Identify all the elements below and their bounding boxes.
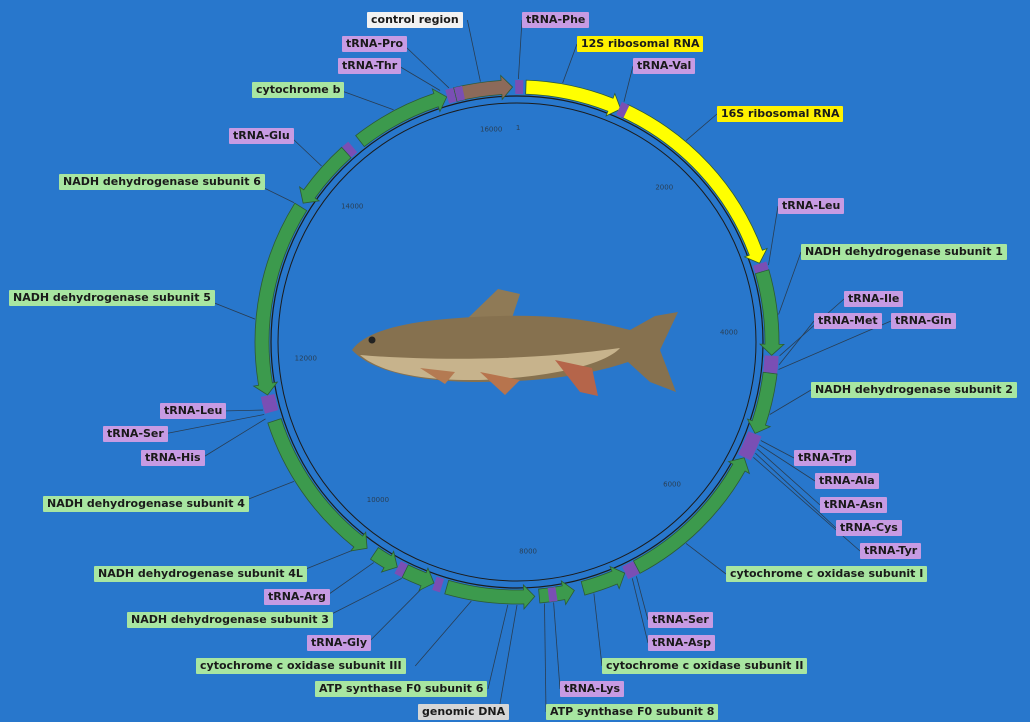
trna-met-leader <box>779 321 814 365</box>
trna-lys-leader <box>554 602 560 689</box>
trna-cys-label: tRNA-Cys <box>836 520 902 536</box>
cytochrome-b-label: cytochrome b <box>252 82 344 98</box>
scale-tick-label: 6000 <box>663 481 681 489</box>
trna-pro-label: tRNA-Pro <box>342 36 407 52</box>
trna-his-label: tRNA-His <box>141 450 205 466</box>
nad1-leader <box>779 252 801 315</box>
12s-rrna-arc <box>526 80 621 116</box>
cytochrome-b-leader <box>339 90 393 110</box>
atp8-label: ATP synthase F0 subunit 8 <box>546 704 718 720</box>
16s-rrna-leader <box>686 114 717 141</box>
cox3-label: cytochrome c oxidase subunit III <box>196 658 406 674</box>
trna-val-leader <box>624 66 633 102</box>
nad2-leader <box>770 390 811 414</box>
cytb-arc <box>356 89 447 147</box>
nad5-arc <box>254 203 307 395</box>
trna-glu-label: tRNA-Glu <box>229 128 294 144</box>
trna-gly-label: tRNA-Gly <box>307 635 371 651</box>
nad4l-arc <box>370 548 397 572</box>
nad3-label: NADH dehydrogenase subunit 3 <box>127 612 333 628</box>
trna-ser-left-label: tRNA-Ser <box>103 426 168 442</box>
cox3-arc <box>445 580 535 609</box>
trna-gly-leader <box>368 588 423 643</box>
fish-illustration <box>352 289 678 396</box>
trna-leu-left-leader <box>221 410 263 411</box>
control-region-leader <box>467 20 480 82</box>
nad1-label: NADH dehydrogenase subunit 1 <box>801 244 1007 260</box>
control-region-label: control region <box>367 12 463 28</box>
genomic-dna-leader <box>499 605 517 712</box>
scale-tick-label: 10000 <box>367 496 389 504</box>
atp6-label: ATP synthase F0 subunit 6 <box>315 681 487 697</box>
trna-ser-bottom-label: tRNA-Ser <box>648 612 713 628</box>
cox1-label: cytochrome c oxidase subunit I <box>726 566 927 582</box>
nad4-arc <box>268 419 367 551</box>
nad6-arc <box>300 147 351 203</box>
nad6-label: NADH dehydrogenase subunit 6 <box>59 174 265 190</box>
trna-marker <box>763 364 778 373</box>
trna-tyr-label: tRNA-Tyr <box>860 543 921 559</box>
trna-phe-label: tRNA-Phe <box>522 12 589 28</box>
trna-thr-leader <box>399 66 440 90</box>
trna-arg-label: tRNA-Arg <box>264 589 330 605</box>
nad2-arc <box>747 372 777 433</box>
trna-asn-label: tRNA-Asn <box>820 497 887 513</box>
scale-tick-label: 14000 <box>341 203 363 211</box>
cox2-label: cytochrome c oxidase subunit II <box>602 658 807 674</box>
scale-tick-label: 2000 <box>655 183 673 191</box>
scale-tick-label: 12000 <box>295 354 317 362</box>
trna-pro-leader <box>403 44 449 88</box>
trna-ile-label: tRNA-Ile <box>844 291 903 307</box>
nad2-label: NADH dehydrogenase subunit 2 <box>811 382 1017 398</box>
trna-thr-label: tRNA-Thr <box>338 58 401 74</box>
nad1-arc <box>755 270 784 356</box>
trna-ala-label: tRNA-Ala <box>815 473 879 489</box>
cox3-leader <box>415 601 471 666</box>
genomic-dna-label: genomic DNA <box>418 704 509 720</box>
scale-tick-label: 1 <box>516 124 520 132</box>
nad4-label: NADH dehydrogenase subunit 4 <box>43 496 249 512</box>
scale-tick-label: 8000 <box>519 548 537 556</box>
nad3-arc <box>402 565 434 591</box>
16s-rrna-arc <box>622 105 767 264</box>
trna-lys-label: tRNA-Lys <box>560 681 624 697</box>
trna-leu-top-label: tRNA-Leu <box>778 198 844 214</box>
trna-trp-label: tRNA-Trp <box>794 450 856 466</box>
trna-phe-leader <box>518 20 522 79</box>
16s-rrna-label: 16S ribosomal RNA <box>717 106 843 122</box>
cox1-leader <box>686 543 726 574</box>
trna-asp-label: tRNA-Asp <box>648 635 715 651</box>
12s-rrna-leader <box>563 44 577 83</box>
trna-glu-leader <box>290 136 322 166</box>
scale-tick-label: 4000 <box>720 329 738 337</box>
trna-leu-top-leader <box>769 206 778 265</box>
cox2-leader <box>594 594 602 666</box>
trna-met-label: tRNA-Met <box>814 313 882 329</box>
trna-marker <box>432 577 444 593</box>
trna-val-label: tRNA-Val <box>633 58 695 74</box>
trna-gln-label: tRNA-Gln <box>891 313 956 329</box>
atp8-leader <box>544 604 546 712</box>
trna-leu-left-label: tRNA-Leu <box>160 403 226 419</box>
scale-tick-label: 16000 <box>480 126 502 134</box>
trna-arg-leader <box>325 563 374 597</box>
trna-ser-bottom-leader <box>636 576 648 620</box>
12s-rrna-label: 12S ribosomal RNA <box>577 36 703 52</box>
nad4l-label: NADH dehydrogenase subunit 4L <box>94 566 307 582</box>
trna-marker <box>515 80 523 94</box>
nad5-label: NADH dehydrogenase subunit 5 <box>9 290 215 306</box>
